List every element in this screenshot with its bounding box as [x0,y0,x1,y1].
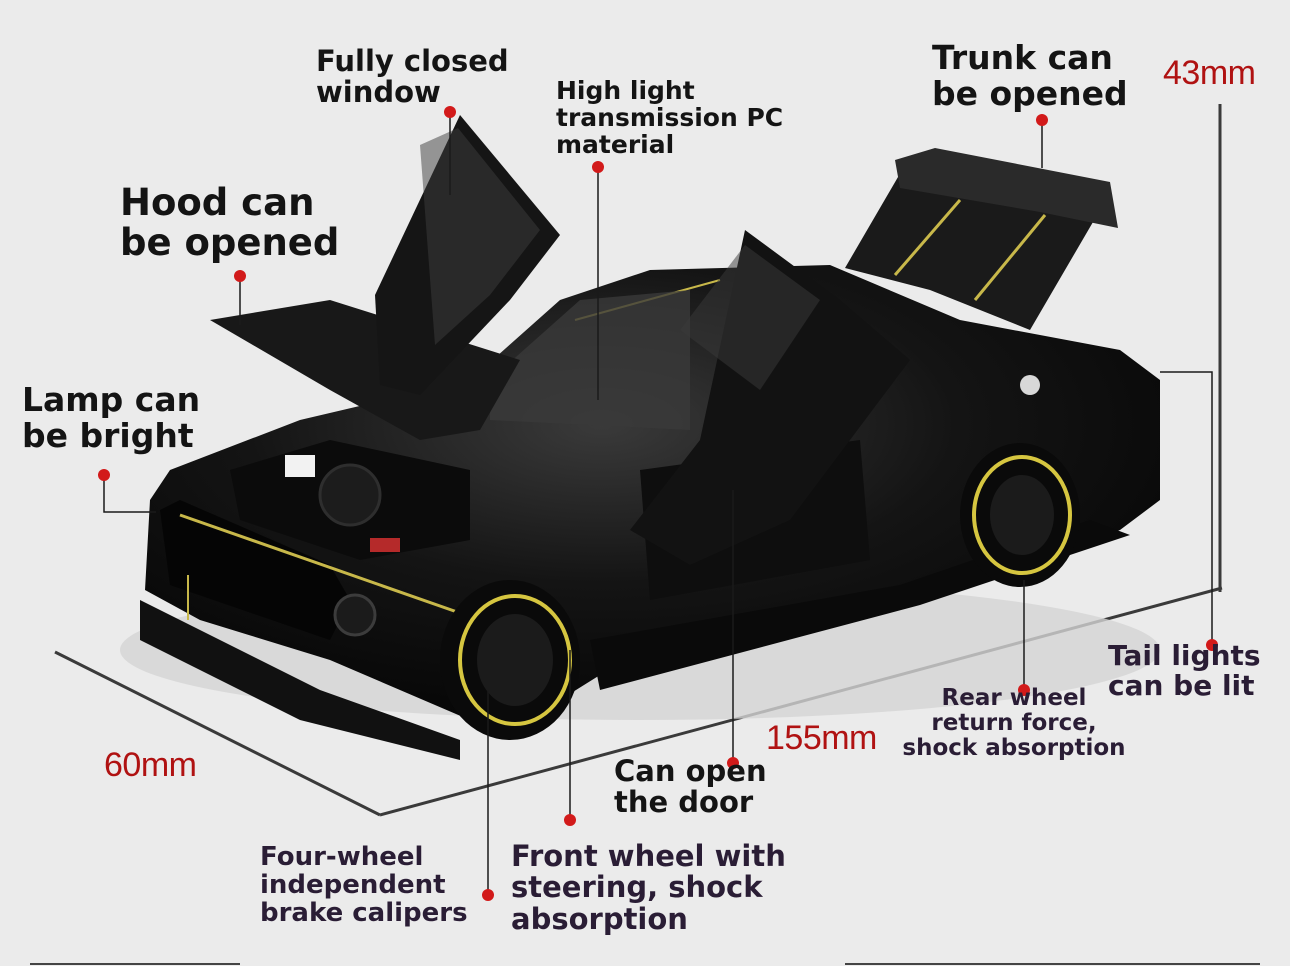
dimension-height: 43mm [1163,54,1256,92]
rear-wheel [960,443,1080,587]
open-door-right [630,230,910,565]
label-hood: Hood can be opened [120,181,340,264]
label-rear-wheel: Rear wheel return force, shock absorptio… [902,685,1126,761]
label-door: Can open the door [614,754,767,820]
label-brakes: Four-wheel independent brake calipers [260,842,468,929]
label-window: Fully closed window [316,44,509,110]
label-front-wheel: Front wheel with steering, shock absorpt… [511,839,786,936]
open-hood [210,300,520,440]
label-lamp: Lamp can be bright [22,380,201,455]
callout-dots [98,106,1218,901]
label-trunk: Trunk can be opened [932,38,1128,113]
dimension-length: 155mm [766,719,877,757]
label-pc-material: High light transmission PC material [556,76,784,159]
car-body [140,265,1160,760]
label-tail-lights: Tail lights can be lit [1108,639,1261,703]
trunk-lid [845,148,1118,330]
callout-lines [103,112,1213,895]
front-wheel [440,580,580,740]
dimension-width: 60mm [104,746,197,784]
